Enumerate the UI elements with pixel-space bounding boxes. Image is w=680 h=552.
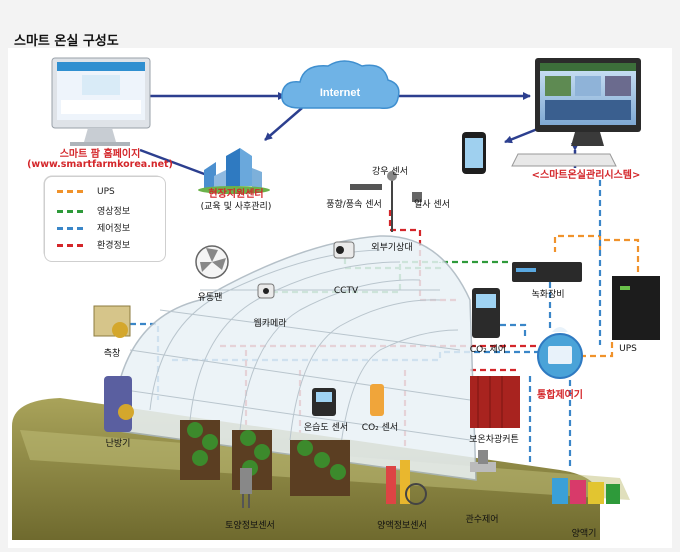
homepage-monitor <box>51 57 151 146</box>
support-center-name: 현장지원센터 <box>208 189 264 200</box>
co2-control-label: CO₂ 제어 <box>469 345 507 355</box>
humidity-sensor-icon <box>312 388 336 416</box>
legend-swatch <box>57 227 83 230</box>
homepage-name: 스마트 팜 홈페이지 <box>59 149 141 160</box>
webcam-label: 웹카메라 <box>253 319 287 329</box>
legend-swatch <box>57 210 83 213</box>
dvr-icon <box>512 262 582 282</box>
cctv-label: CCTV <box>333 286 359 296</box>
heater-icon <box>104 376 134 432</box>
internet-label: Internet <box>320 87 361 99</box>
legend-item-control: 제어정보 <box>57 221 130 234</box>
ups-label: UPS <box>619 344 637 354</box>
cctv-camera-icon <box>333 241 355 259</box>
side-window-label: 측창 <box>103 349 121 359</box>
irrigation-valve-icon <box>470 450 496 472</box>
mgmt-system-label: <스마트온실관리시스템> <box>531 170 641 181</box>
curtain-icon <box>470 376 520 428</box>
nutrient-sensor-label: 양액정보센서 <box>377 521 427 531</box>
curtain-label: 보온차광커튼 <box>469 435 519 445</box>
soil-sensor-label: 토양정보센서 <box>225 521 275 531</box>
co2-sensor-label: CO₂ 센서 <box>361 423 399 433</box>
page-title: 스마트 온실 구성도 <box>14 34 119 49</box>
wind-sensor-label: 풍향/풍속 센서 <box>326 200 382 210</box>
support-center-building <box>198 148 270 194</box>
ups-line-3 <box>560 340 614 358</box>
management-system-devices <box>462 58 641 174</box>
fan-icon <box>195 245 229 279</box>
rain-sensor-label: 강우 센서 <box>372 167 408 177</box>
heater-label: 난방기 <box>105 439 131 449</box>
legend-item-video: 영상정보 <box>57 204 130 217</box>
legend-item-environment: 환경정보 <box>57 238 130 251</box>
legend: UPS 영상정보 제어정보 환경정보 <box>44 176 166 262</box>
soil-sensor-icon <box>240 468 252 508</box>
ups-icon <box>612 276 660 340</box>
homepage-url: (www.smartfarmkorea.net) <box>27 159 173 170</box>
greenhouse <box>12 235 630 540</box>
legend-swatch <box>57 190 83 193</box>
legend-swatch <box>57 244 83 247</box>
webcam-icon <box>257 283 275 299</box>
fan-label: 유동팬 <box>197 293 223 303</box>
solar-sensor-label: 일사 센서 <box>414 200 450 210</box>
ups-line-2 <box>600 238 640 282</box>
support-center-sub: (교육 및 사후관리) <box>200 202 272 212</box>
control-line-co2 <box>500 323 527 340</box>
nutrient-machine-icon <box>552 478 620 504</box>
integrated-controller-label: 통합제어기 <box>537 390 583 401</box>
side-window-motor-icon <box>93 305 131 338</box>
nutrient-machine-label: 양액기 <box>571 529 597 539</box>
humidity-sensor-label: 온습도 센서 <box>303 423 349 433</box>
co2-controller-icon <box>472 288 500 338</box>
nutrient-sensor-icon <box>386 460 427 505</box>
weather-station-icon <box>350 171 422 232</box>
dvr-label: 녹화장비 <box>531 290 565 300</box>
weather-station-label: 외부기상대 <box>371 243 413 253</box>
integrated-controller-icon <box>537 327 583 379</box>
co2-sensor-icon <box>370 384 384 416</box>
irrigation-label: 관수제어 <box>465 515 499 525</box>
internet-cloud <box>281 60 400 110</box>
legend-item-ups: UPS <box>57 187 115 199</box>
